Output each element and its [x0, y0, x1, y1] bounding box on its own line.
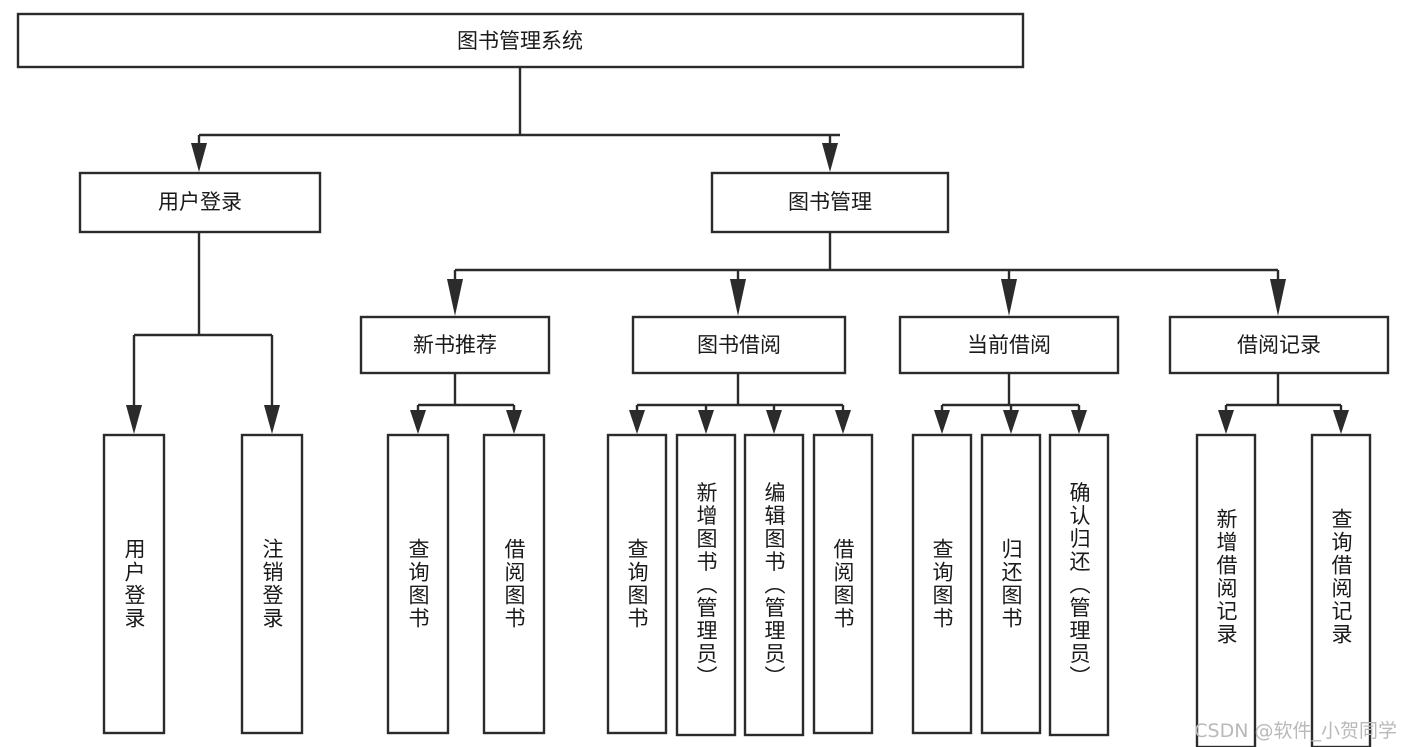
- node-new-book-recommend-box[interactable]: [359, 315, 551, 375]
- node-leaf-add-record-label: 新增借阅记录: [1214, 508, 1238, 646]
- node-leaf-query-record-label: 查询借阅记录: [1329, 508, 1353, 646]
- node-book-manage[interactable]: 图书管理: [710, 171, 950, 234]
- node-leaf-user-login[interactable]: 用户登录: [102, 433, 166, 735]
- node-leaf-query-book-current[interactable]: 查询图书: [911, 433, 973, 735]
- node-leaf-return-book-box[interactable]: [980, 433, 1042, 735]
- node-current-borrow-box[interactable]: [898, 315, 1120, 375]
- node-leaf-add-record-box[interactable]: [1195, 433, 1257, 747]
- node-leaf-add-record[interactable]: 新增借阅记录: [1195, 433, 1257, 747]
- node-root-label: 图书管理系统: [457, 29, 583, 53]
- node-leaf-confirm-return-admin-label: 确认归还（管理员）: [1067, 482, 1091, 689]
- node-leaf-query-book-borrow-label: 查询图书: [625, 538, 649, 630]
- node-current-borrow[interactable]: 当前借阅: [898, 315, 1120, 375]
- node-leaf-query-book-rec-box[interactable]: [386, 433, 450, 735]
- node-leaf-add-book-admin-box[interactable]: [675, 433, 737, 737]
- node-leaf-borrow-book-rec-box[interactable]: [482, 433, 546, 735]
- arrow-head-borrow-record: [1270, 279, 1286, 316]
- arrow-head-leaf-return-book: [1003, 410, 1019, 434]
- node-leaf-edit-book-admin[interactable]: 编辑图书（管理员）: [743, 433, 805, 737]
- node-root-box[interactable]: [16, 12, 1025, 69]
- arrow-head-leaf-borrow-book-rec: [506, 410, 522, 434]
- node-user-login[interactable]: 用户登录: [78, 171, 322, 234]
- arrow-head-leaf-query-book-borrow: [629, 410, 645, 434]
- node-leaf-logout-box[interactable]: [240, 433, 304, 735]
- node-leaf-logout-label: 注销登录: [260, 538, 284, 630]
- node-borrow-record-box[interactable]: [1168, 315, 1390, 375]
- node-book-manage-box[interactable]: [710, 171, 950, 234]
- arrow-head-current-borrow: [1001, 279, 1017, 316]
- node-leaf-user-login-label: 用户登录: [122, 538, 146, 630]
- node-leaf-query-book-borrow[interactable]: 查询图书: [606, 433, 668, 735]
- node-book-manage-label: 图书管理: [788, 190, 872, 214]
- arrow-head-book-borrow: [730, 279, 746, 316]
- node-user-login-box[interactable]: [78, 171, 322, 234]
- arrow-head-leaf-add-record: [1218, 410, 1234, 434]
- node-leaf-query-book-borrow-box[interactable]: [606, 433, 668, 735]
- node-leaf-confirm-return-admin[interactable]: 确认归还（管理员）: [1048, 433, 1110, 737]
- arrow-head-leaf-query-book-current: [934, 410, 950, 434]
- arrow-head-leaf-user-login: [126, 405, 142, 434]
- node-leaf-query-record[interactable]: 查询借阅记录: [1310, 433, 1372, 747]
- node-leaf-query-book-current-label: 查询图书: [930, 538, 954, 630]
- node-book-borrow-label: 图书借阅: [697, 333, 781, 357]
- node-leaf-add-book-admin[interactable]: 新增图书（管理员）: [675, 433, 737, 737]
- node-leaf-confirm-return-admin-box[interactable]: [1048, 433, 1110, 737]
- arrow-head-leaf-edit-book-admin: [766, 410, 782, 434]
- arrow-head-leaf-query-record: [1333, 410, 1349, 434]
- node-current-borrow-label: 当前借阅: [967, 333, 1051, 357]
- connector-group: [126, 67, 1349, 434]
- arrow-head-leaf-confirm-return-admin: [1071, 410, 1087, 434]
- arrow-head-leaf-query-book-rec: [410, 410, 426, 434]
- node-borrow-record[interactable]: 借阅记录: [1168, 315, 1390, 375]
- node-leaf-borrow-book-rec[interactable]: 借阅图书: [482, 433, 546, 735]
- arrow-head-leaf-logout: [264, 405, 280, 434]
- node-new-book-recommend[interactable]: 新书推荐: [359, 315, 551, 375]
- arrow-head-user-login: [191, 143, 207, 172]
- node-leaf-edit-book-admin-label: 编辑图书（管理员）: [762, 482, 786, 689]
- node-user-login-label: 用户登录: [158, 190, 242, 214]
- node-leaf-query-book-rec[interactable]: 查询图书: [386, 433, 450, 735]
- node-new-book-recommend-label: 新书推荐: [413, 333, 497, 357]
- node-leaf-query-book-current-box[interactable]: [911, 433, 973, 735]
- node-leaf-borrow-book-label: 借阅图书: [831, 538, 855, 630]
- node-leaf-edit-book-admin-box[interactable]: [743, 433, 805, 737]
- node-leaf-return-book[interactable]: 归还图书: [980, 433, 1042, 735]
- node-leaf-query-book-rec-label: 查询图书: [406, 538, 430, 630]
- node-leaf-logout[interactable]: 注销登录: [240, 433, 304, 735]
- node-leaf-query-record-box[interactable]: [1310, 433, 1372, 747]
- arrow-head-book-manage: [822, 143, 838, 172]
- arrow-head-leaf-borrow-book: [835, 410, 851, 434]
- arrow-head-new-book-recommend: [447, 279, 463, 316]
- arrow-head-leaf-add-book-admin: [698, 410, 714, 434]
- node-leaf-borrow-book-rec-label: 借阅图书: [502, 538, 526, 630]
- csdn-watermark: CSDN @软件_小贺同学: [1194, 720, 1397, 742]
- node-leaf-borrow-book-box[interactable]: [812, 433, 874, 735]
- node-book-borrow[interactable]: 图书借阅: [631, 315, 847, 375]
- node-book-borrow-box[interactable]: [631, 315, 847, 375]
- node-root[interactable]: 图书管理系统: [16, 12, 1025, 69]
- node-leaf-borrow-book[interactable]: 借阅图书: [812, 433, 874, 735]
- node-leaf-add-book-admin-label: 新增图书（管理员）: [694, 482, 718, 689]
- node-leaf-user-login-box[interactable]: [102, 433, 166, 735]
- node-leaf-return-book-label: 归还图书: [999, 538, 1023, 630]
- node-borrow-record-label: 借阅记录: [1237, 333, 1321, 357]
